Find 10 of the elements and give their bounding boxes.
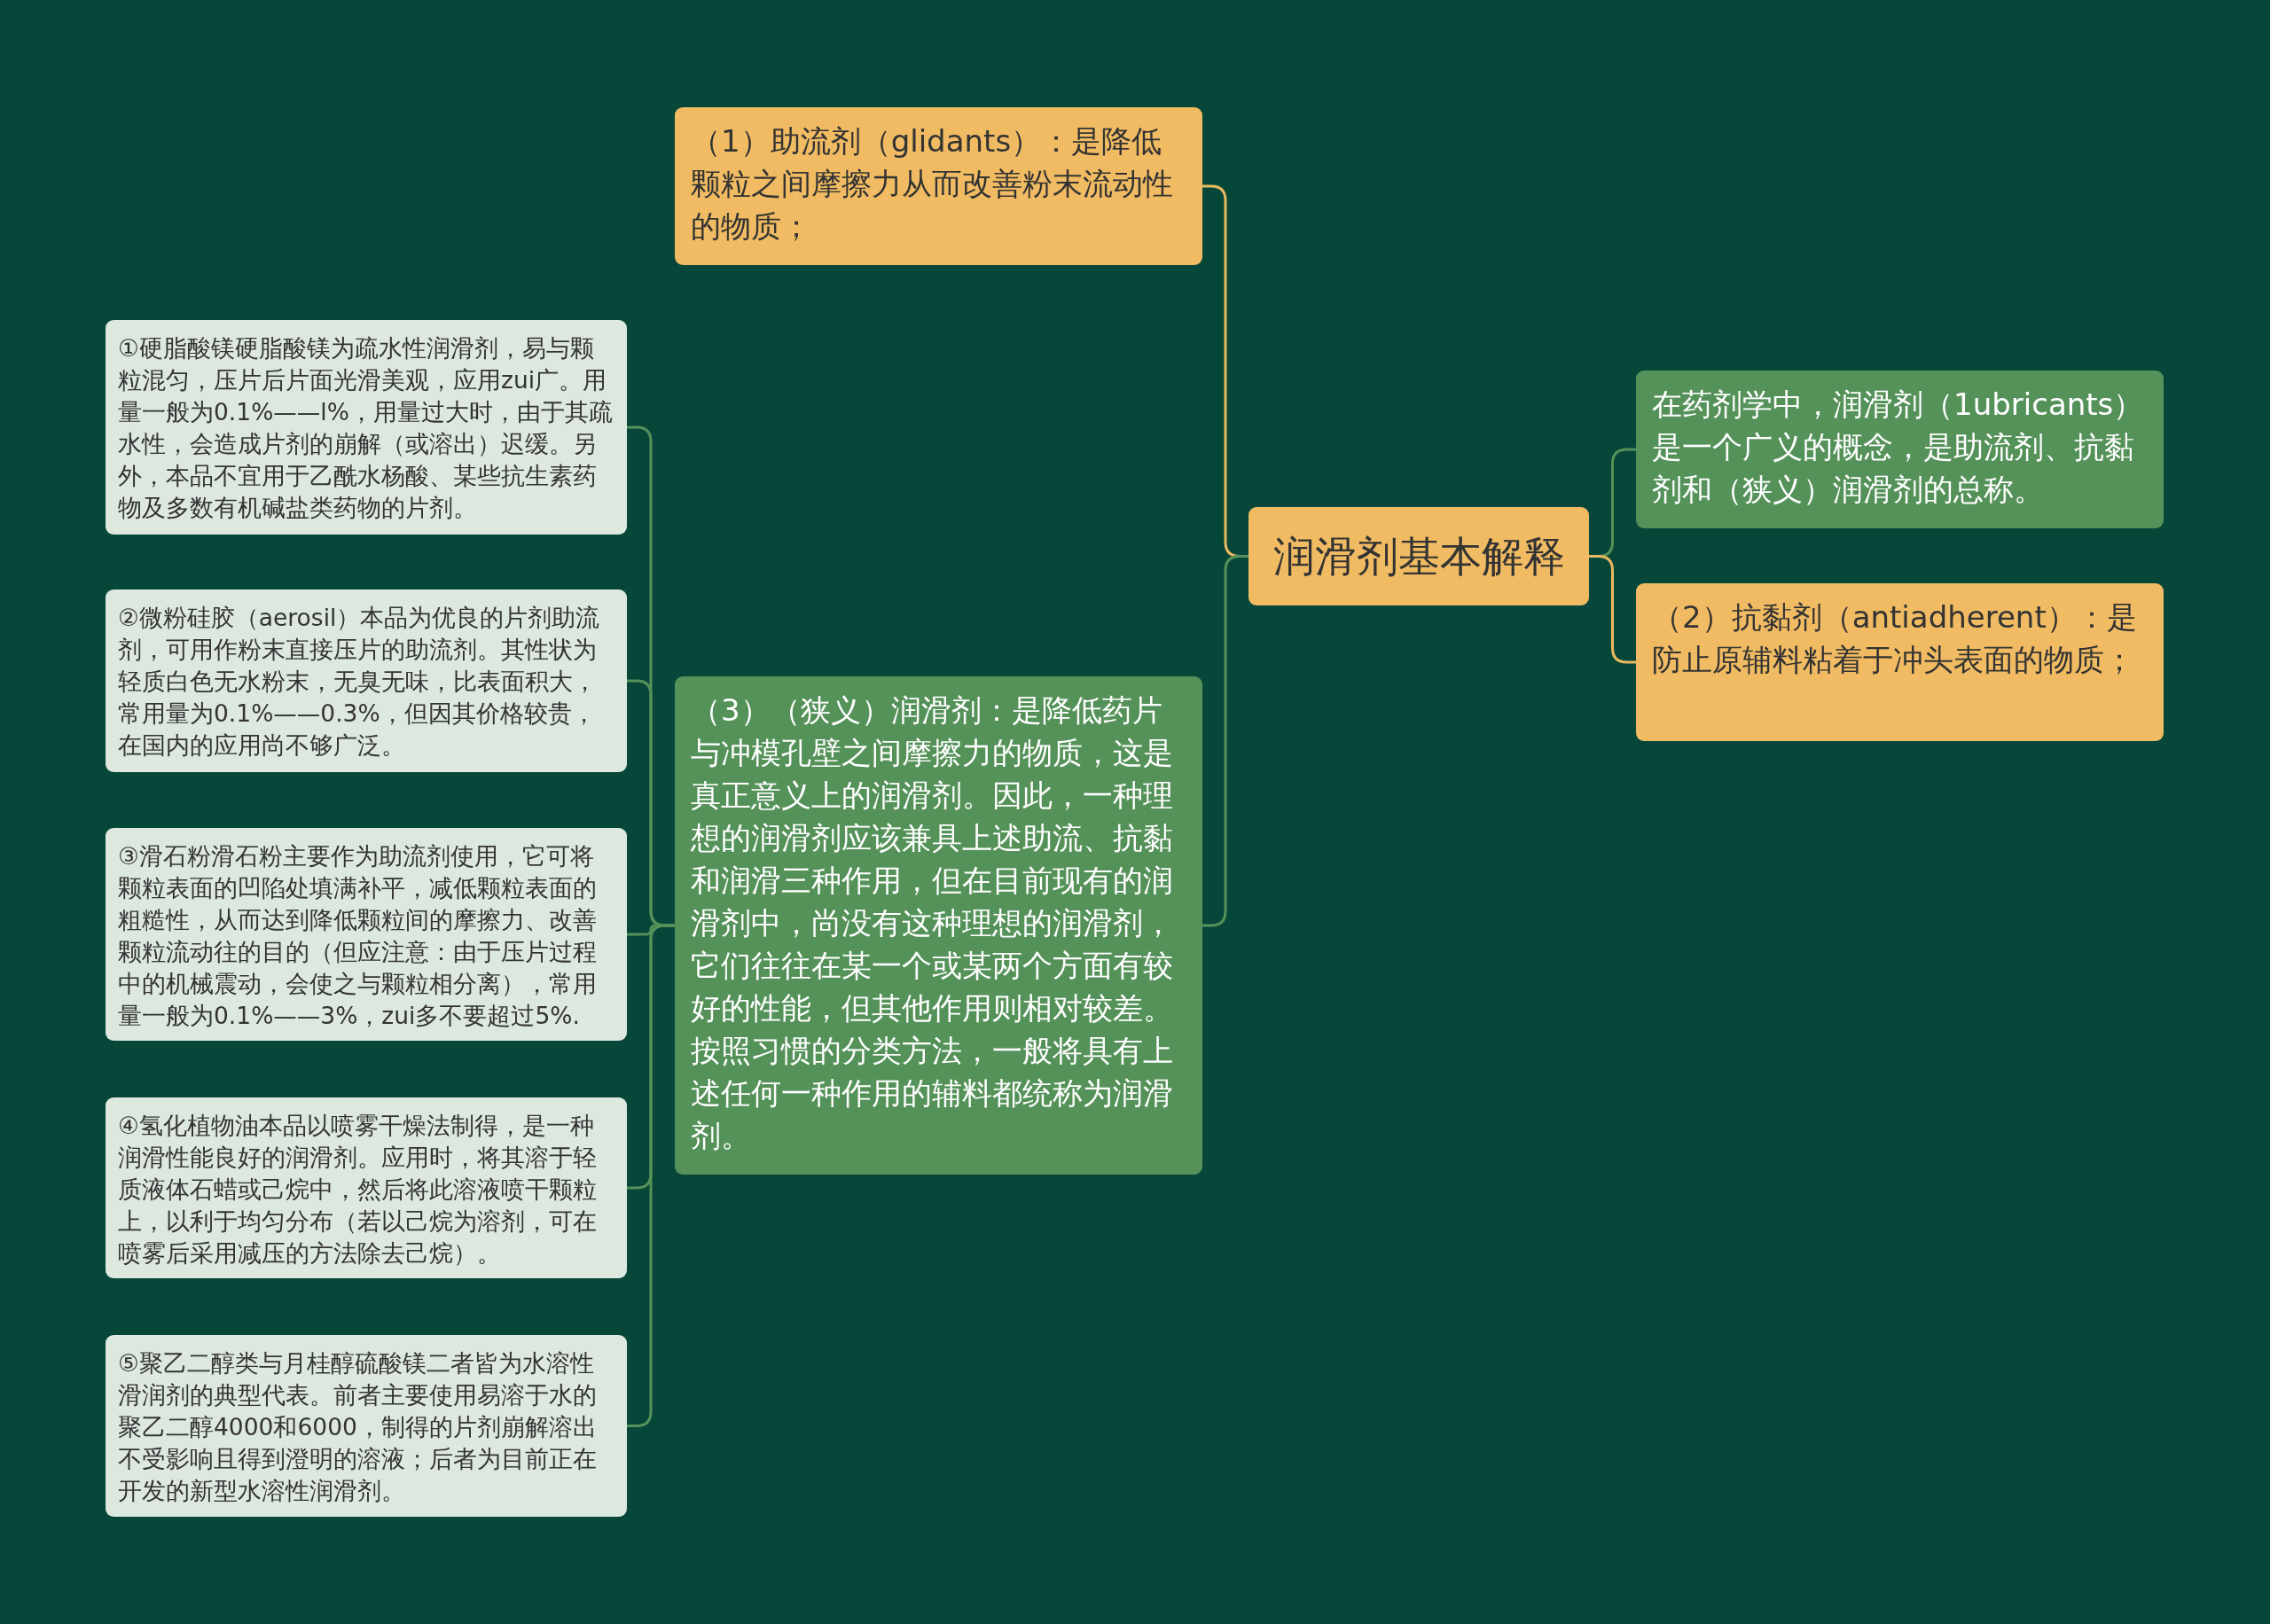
detail-box: ③滑石粉滑石粉主要作为助流剂使用，它可将颗粒表面的凹陷处填满补平，减低颗粒表面的粗糙性，从而达到降低颗粒间的摩擦力、改善颗粒流动往的目的（但应注意：由于压片过程中的机械震动，会使之与颗粒相分离），常用量一般为0.1%——3%，zui多不要超过5%. — [106, 828, 627, 1041]
detail-box: ⑤聚乙二醇类与月桂醇硫酸镁二者皆为水溶性滑润剂的典型代表。前者主要使用易溶于水的聚乙二醇4000和6000，制得的片剂崩解溶出不受影响且得到澄明的溶液；后者为目前正在开发的新型水溶性润滑剂。 — [106, 1335, 627, 1517]
topic-box: （1）助流剂（glidants）：是降低颗粒之间摩擦力从而改善粉末流动性的物质； — [675, 107, 1202, 265]
central-topic: 润滑剂基本解释 — [1248, 507, 1589, 605]
topic-box: （2）抗黏剂（antiadherent）：是防止原辅料粘着于冲头表面的物质； — [1636, 583, 2164, 741]
topic-box: （3）（狭义）润滑剂：是降低药片与冲模孔壁之间摩擦力的物质，这是真正意义上的润滑剂。因此，一种理想的润滑剂应该兼具上述助流、抗黏和润滑三种作用，但在目前现有的润滑剂中，尚没有这种理想的润滑剂，它们往往在某一个或某两个方面有较好的性能，但其他作用则相对较差。按照习惯的分类方法，一般将具有上述任何一种作用的辅料都统称为润滑剂。 — [675, 676, 1202, 1175]
detail-box: ①硬脂酸镁硬脂酸镁为疏水性润滑剂，易与颗粒混匀，压片后片面光滑美观，应用zui广。用量一般为0.1%——l%，用量过大时，由于其疏水性，会造成片剂的崩解（或溶出）迟缓。另外，本品不宜用于乙酰水杨酸、某些抗生素药物及多数有机碱盐类药物的片剂。 — [106, 320, 627, 535]
detail-box: ②微粉硅胶（aerosil）本品为优良的片剂助流剂，可用作粉末直接压片的助流剂。其性状为轻质白色无水粉末，无臭无味，比表面积大，常用量为0.1%——0.3%，但因其价格较贵，在国内的应用尚不够广泛。 — [106, 589, 627, 772]
topic-box: 在药剂学中，润滑剂（1ubricants）是一个广义的概念，是助流剂、抗黏剂和（狭义）润滑剂的总称。 — [1636, 371, 2164, 528]
detail-box: ④氢化植物油本品以喷雾干燥法制得，是一种润滑性能良好的润滑剂。应用时，将其溶于轻质液体石蜡或己烷中，然后将此溶液喷干颗粒上，以利于均匀分布（若以己烷为溶剂，可在喷雾后采用减压的方法除去己烷）。 — [106, 1097, 627, 1278]
